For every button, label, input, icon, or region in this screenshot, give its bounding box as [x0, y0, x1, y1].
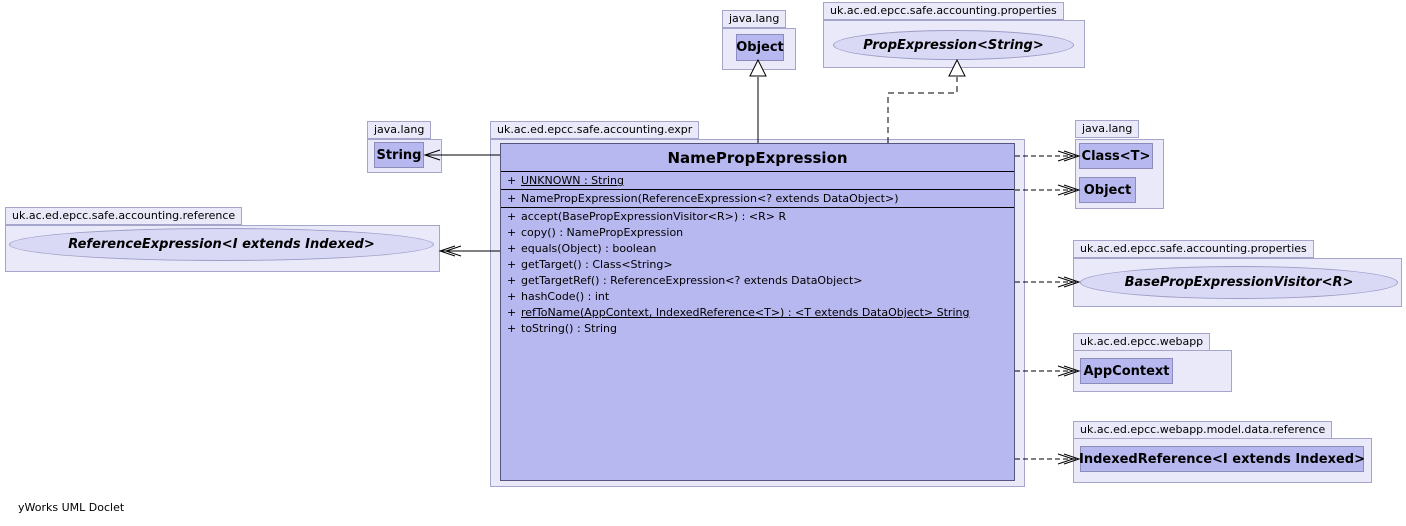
interface-node-basepropexpressionvisitor[interactable]: BasePropExpressionVisitor<R> — [1080, 266, 1398, 299]
doclet-credit: yWorks UML Doclet — [18, 501, 125, 514]
method-row: +toString() : String — [507, 322, 617, 335]
method-row: +copy() : NamePropExpression — [507, 226, 684, 239]
package-tab-java-lang-right: java.lang — [1075, 120, 1140, 138]
package-tab-java-lang-top: java.lang — [722, 10, 787, 28]
class-node-object-right[interactable]: Object — [1079, 177, 1136, 203]
method-row: +refToName(AppContext, IndexedReference<… — [507, 306, 970, 319]
package-tab-webapp-model: uk.ac.ed.epcc.webapp.model.data.referenc… — [1073, 421, 1333, 439]
method-row: +getTarget() : Class<String> — [507, 258, 673, 271]
edge-implements-propexpression — [887, 58, 966, 143]
package-tab-properties-top: uk.ac.ed.epcc.safe.accounting.properties — [823, 2, 1064, 20]
fields-compartment: +UNKNOWN : String — [501, 172, 1014, 190]
class-node-namepropexpression: NamePropExpression +UNKNOWN : String +Na… — [500, 143, 1015, 481]
constructor-row: +NamePropExpression(ReferenceExpression<… — [507, 192, 899, 205]
class-node-class-t[interactable]: Class<T> — [1079, 143, 1153, 169]
package-tab-properties-right: uk.ac.ed.epcc.safe.accounting.properties — [1073, 240, 1314, 258]
class-node-indexedreference[interactable]: IndexedReference<I extends Indexed> — [1079, 446, 1365, 472]
constructors-compartment: +NamePropExpression(ReferenceExpression<… — [501, 190, 1014, 208]
method-row: +accept(BasePropExpressionVisitor<R>) : … — [507, 210, 787, 223]
class-node-string[interactable]: String — [374, 142, 424, 168]
method-row: +hashCode() : int — [507, 290, 610, 303]
class-node-object-top[interactable]: Object — [736, 34, 784, 61]
package-tab-reference-left: uk.ac.ed.epcc.safe.accounting.reference — [5, 207, 243, 225]
interface-node-propexpression[interactable]: PropExpression<String> — [833, 30, 1074, 60]
edge-extends-object — [749, 58, 767, 143]
methods-compartment: +accept(BasePropExpressionVisitor<R>) : … — [501, 208, 1014, 480]
package-tab-expr-main: uk.ac.ed.epcc.safe.accounting.expr — [490, 121, 700, 139]
field-row: +UNKNOWN : String — [507, 174, 625, 187]
interface-node-referenceexpression[interactable]: ReferenceExpression<I extends Indexed> — [9, 228, 434, 261]
package-tab-java-lang-left: java.lang — [367, 121, 432, 139]
class-node-appcontext[interactable]: AppContext — [1080, 358, 1173, 384]
method-row: +getTargetRef() : ReferenceExpression<? … — [507, 274, 863, 287]
class-title: NamePropExpression — [501, 144, 1014, 172]
package-tab-webapp: uk.ac.ed.epcc.webapp — [1073, 333, 1211, 351]
method-row: +equals(Object) : boolean — [507, 242, 657, 255]
